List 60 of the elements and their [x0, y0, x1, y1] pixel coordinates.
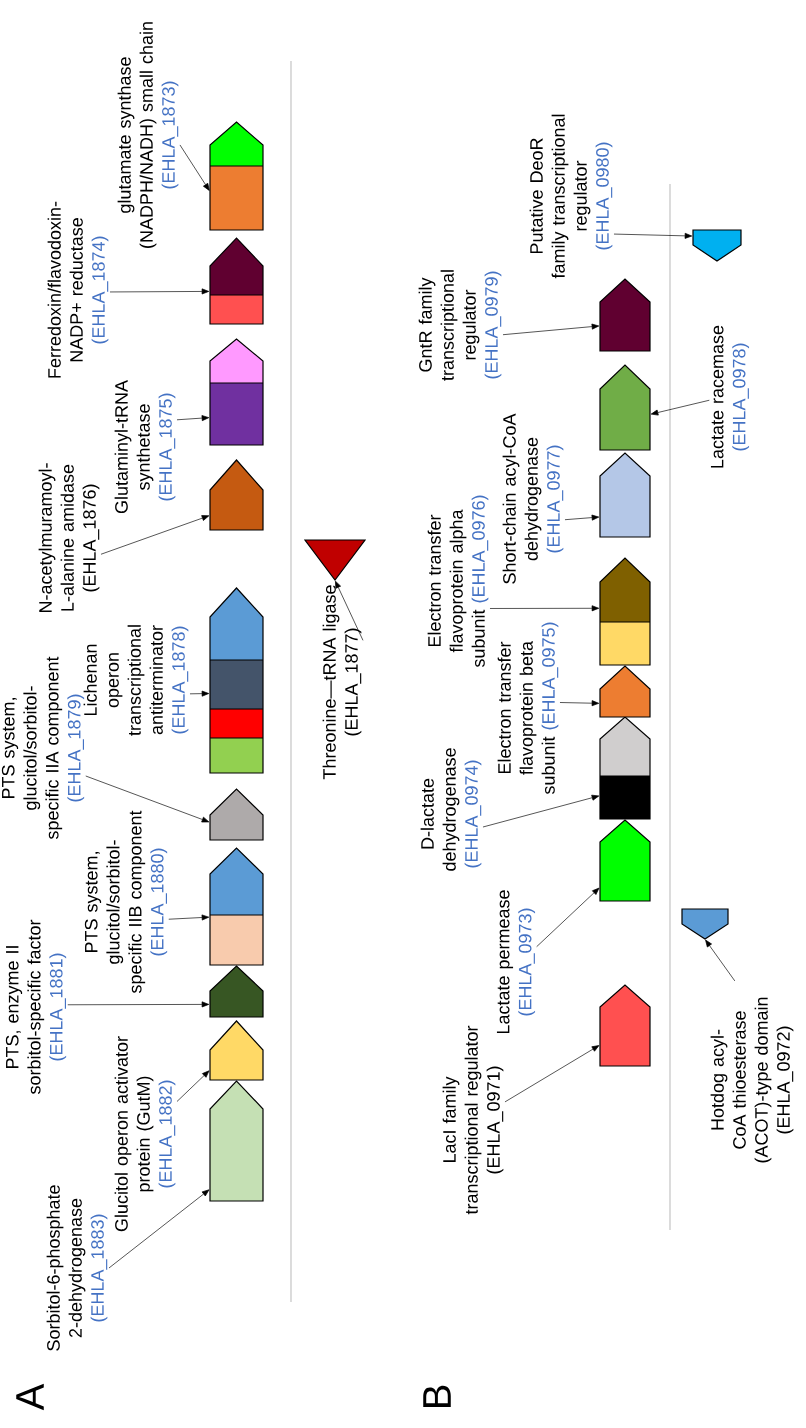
leader-arrow — [489, 605, 600, 612]
leader-arrow — [176, 415, 210, 422]
leader-arrow — [504, 1045, 600, 1103]
leader-arrow — [176, 1070, 210, 1102]
gene-block — [209, 338, 264, 446]
leader-arrow — [109, 288, 210, 295]
gene-label: Lichenan operon transcriptional antiterminator (EHLA_1878) — [83, 625, 189, 736]
gene-block — [209, 965, 264, 1018]
gene-label: Sorbitol-6-phosphate 2-dehydrogenase (EHLA_1883) — [46, 1185, 108, 1351]
gene-label: Lactate permease (EHLA_0973) — [496, 890, 536, 1034]
gene-block — [209, 121, 264, 231]
leader-arrow — [482, 794, 600, 828]
gene-label: Lactate racemase (EHLA_0978) — [710, 325, 750, 468]
gene-label: D-lactate dehydrogenase (EHLA_0974) — [420, 748, 482, 871]
panel-letter: B — [423, 1385, 451, 1408]
gene-block — [599, 819, 651, 902]
gene-block — [692, 229, 742, 262]
gene-block — [209, 1020, 264, 1081]
leader-arrow — [613, 232, 693, 239]
leader-arrow — [189, 690, 210, 697]
gene-block — [209, 459, 264, 531]
leader-arrow — [85, 775, 210, 823]
gene-label: Glutaminyl-tRNA synthetase (EHLA_1875) — [114, 380, 176, 514]
gene-block — [209, 788, 264, 841]
leader-arrow — [559, 700, 600, 707]
gene-block — [599, 984, 651, 1067]
leader-arrow — [536, 887, 600, 948]
gene-block — [209, 847, 264, 966]
gene-label: Glucitol operon activator protein (GutM) (EHLA_1882) — [114, 1036, 176, 1232]
gene-block — [209, 237, 264, 325]
gene-block — [599, 364, 651, 451]
gene-block — [209, 1080, 264, 1202]
gene-block — [599, 665, 651, 718]
leader-arrow — [650, 399, 710, 416]
leader-arrow — [179, 144, 210, 191]
leader-arrow — [108, 1189, 210, 1269]
gene-block — [209, 587, 264, 774]
gene-block — [599, 452, 651, 538]
panel-letter: A — [16, 1383, 44, 1411]
leader-arrow — [168, 914, 210, 921]
gene-label: Ferredoxin/flavodoxin-NADP+ reductase (EHLA_1874) — [47, 201, 109, 378]
gene-label: Threonine—tRNA ligase (EHLA_1877) — [322, 585, 362, 780]
gene-label: PTS system, glucitol/sorbitol-specific IIB component (EHLA_1880) — [84, 810, 168, 994]
gene-label: GntR family transcriptional regulator (EHLA_0979) — [418, 270, 502, 381]
leader-arrow — [564, 514, 600, 521]
gene-label: N-acetylmuramoyl-L-alanine amidase (EHLA_1876) — [38, 463, 100, 613]
leader-arrow — [335, 580, 364, 641]
gene-label: Putative DeoR family transcriptional regulator (EHLA_0980) — [529, 114, 613, 279]
gene-block — [599, 557, 651, 666]
gene-block — [599, 278, 651, 352]
leader-arrow — [502, 323, 600, 336]
gene-block — [599, 716, 651, 820]
gene-block — [681, 908, 729, 940]
leader-arrow — [67, 1001, 210, 1008]
gene-label: Short-chain acyl-CoA dehydrogenase (EHLA_0977) — [502, 413, 564, 584]
gene-label: PTS, enzyme II sorbitol-specific factor (EHLA_1881) — [5, 919, 67, 1095]
leader-arrow — [100, 515, 210, 555]
leader-arrow — [705, 939, 736, 982]
gene-label: glutamate synthase (NADPH/NADH) small chain (EHLA_1873) — [117, 22, 179, 248]
gene-label: Hotdog acyl-CoA thioesterase (ACOT)-type domain (EHLA_0972) — [710, 997, 794, 1163]
